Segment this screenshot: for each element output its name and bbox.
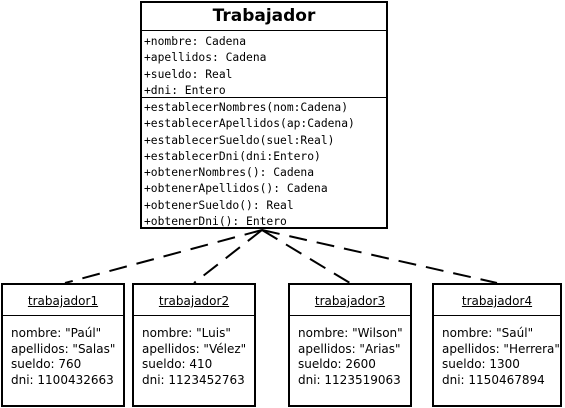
operation-establecer-sueldo: +establecerSueldo(suel:Real) <box>144 133 335 147</box>
object-field: nombre: "Wilson" <box>298 326 403 340</box>
class-name: Trabajador <box>142 3 386 31</box>
object-trabajador4: trabajador4 nombre: "Saúl"apellidos: "He… <box>432 283 562 407</box>
attribute-dni: +dni: Entero <box>144 83 226 97</box>
object-field: dni: 1150467894 <box>442 372 545 387</box>
object-field: apellidos: "Salas" <box>11 341 116 356</box>
attribute-sueldo: +sueldo: Real <box>144 67 233 81</box>
object-trabajador3: trabajador3 nombre: "Wilson"apellidos: "… <box>288 283 412 407</box>
object-field: sueldo: 2600 <box>298 357 376 371</box>
class-trabajador: Trabajador +nombre: Cadena +apellidos: C… <box>140 1 388 229</box>
object-field: dni: 1123519063 <box>298 372 401 387</box>
object-fields: nombre: "Wilson"apellidos: "Arias"sueldo… <box>290 316 410 388</box>
object-field: dni: 1100432663 <box>11 372 114 387</box>
object-field: nombre: "Saúl" <box>442 326 534 340</box>
object-name: trabajador3 <box>290 285 410 316</box>
instance-link-trabajador3 <box>261 229 351 284</box>
operation-establecer-nombres: +establecerNombres(nom:Cadena) <box>144 101 349 114</box>
object-field: apellidos: "Arias" <box>298 341 401 356</box>
operation-obtener-sueldo: +obtenerSueldo(): Real <box>144 198 294 212</box>
object-field: sueldo: 1300 <box>442 357 520 371</box>
object-field: apellidos: "Vélez" <box>142 341 247 356</box>
operation-obtener-apellidos: +obtenerApellidos(): Cadena <box>144 182 328 196</box>
object-name: trabajador4 <box>434 285 560 316</box>
object-field: dni: 1123452763 <box>142 372 245 387</box>
object-field: nombre: "Luis" <box>142 326 231 340</box>
object-field: apellidos: "Herrera" <box>442 341 560 356</box>
instance-link-trabajador1 <box>64 229 263 284</box>
object-name: trabajador1 <box>3 285 123 316</box>
object-fields: nombre: "Luis"apellidos: "Vélez"sueldo: … <box>134 316 254 388</box>
instance-link-trabajador4 <box>261 229 498 284</box>
operation-obtener-dni: +obtenerDni(): Entero <box>144 215 287 229</box>
operation-establecer-apellidos: +establecerApellidos(ap:Cadena) <box>144 117 355 131</box>
attribute-nombre: +nombre: Cadena <box>144 35 247 48</box>
operation-obtener-nombres: +obtenerNombres(): Cadena <box>144 166 315 180</box>
operation-establecer-dni: +establecerDni(dni:Entero) <box>144 149 321 163</box>
class-operations: +establecerNombres(nom:Cadena) +establec… <box>142 98 386 230</box>
object-name: trabajador2 <box>134 285 254 316</box>
object-fields: nombre: "Saúl"apellidos: "Herrera"sueldo… <box>434 316 560 388</box>
object-field: sueldo: 760 <box>11 357 82 371</box>
object-trabajador2: trabajador2 nombre: "Luis"apellidos: "Vé… <box>132 283 256 407</box>
class-attributes: +nombre: Cadena +apellidos: Cadena +suel… <box>142 31 386 98</box>
instance-link-trabajador2 <box>193 229 263 284</box>
object-trabajador1: trabajador1 nombre: "Paúl"apellidos: "Sa… <box>1 283 125 407</box>
object-fields: nombre: "Paúl"apellidos: "Salas"sueldo: … <box>3 316 123 388</box>
object-field: sueldo: 410 <box>142 357 213 371</box>
attribute-apellidos: +apellidos: Cadena <box>144 51 267 65</box>
object-field: nombre: "Paúl" <box>11 326 102 340</box>
